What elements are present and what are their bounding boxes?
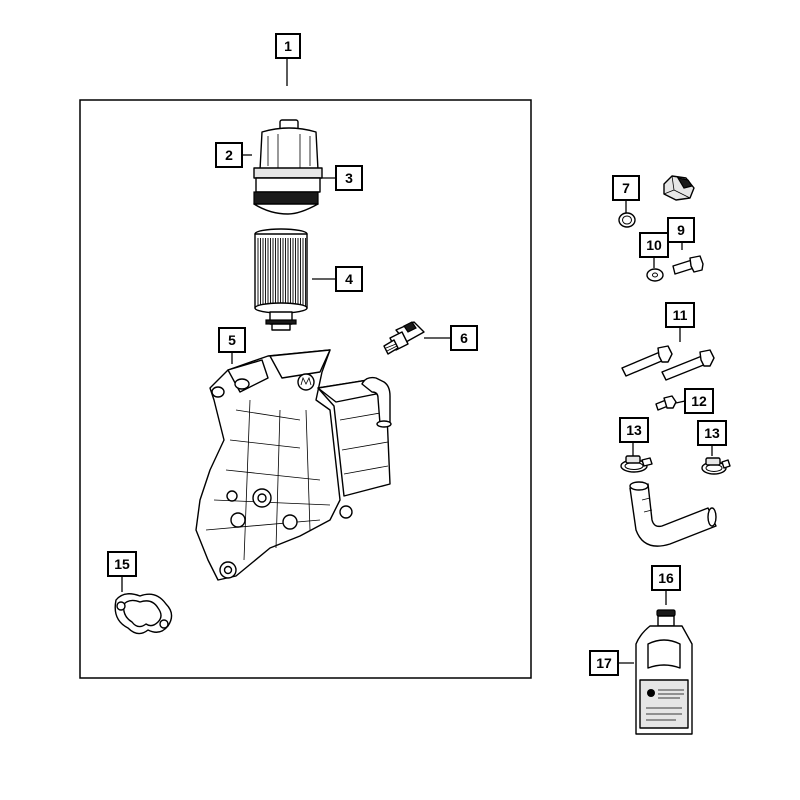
callout-16: 16 [651, 565, 681, 591]
callout-label: 2 [225, 147, 233, 163]
callout-13-left: 13 [619, 417, 649, 443]
oil-bottle [635, 609, 693, 735]
callout-4: 4 [335, 266, 363, 292]
callout-15: 15 [107, 551, 137, 577]
assembly-frame [79, 99, 532, 679]
callout-label: 17 [596, 655, 612, 671]
filter-element [254, 228, 308, 331]
drain-plug [663, 175, 695, 201]
callout-12: 12 [684, 388, 714, 414]
oil-pressure-sensor [383, 321, 425, 355]
filter-housing-cap [253, 119, 323, 215]
callout-label: 5 [228, 332, 236, 348]
callout-label: 9 [677, 222, 685, 238]
bolt-short [672, 255, 704, 275]
callout-6: 6 [450, 325, 478, 351]
callout-label: 6 [460, 330, 468, 346]
small-bolt [655, 395, 677, 411]
callout-label: 10 [646, 237, 662, 253]
hose-clamp-left [620, 455, 653, 473]
callout-label: 16 [658, 570, 674, 586]
callout-label: 4 [345, 271, 353, 287]
washer [646, 268, 664, 282]
callout-1: 1 [275, 33, 301, 59]
callout-label: 13 [626, 422, 642, 438]
long-bolt-right [661, 349, 715, 381]
o-ring [618, 212, 636, 228]
callout-label: 13 [704, 425, 720, 441]
hose-clamp-right [701, 457, 731, 475]
callout-13-right: 13 [697, 420, 727, 446]
callout-label: 7 [622, 180, 630, 196]
housing-gasket [114, 593, 173, 635]
leader-lines [121, 58, 713, 664]
callout-2: 2 [215, 142, 243, 168]
callout-label: 15 [114, 556, 130, 572]
coolant-hose [629, 481, 717, 547]
callout-label: 11 [673, 307, 688, 323]
callout-10: 10 [639, 232, 669, 258]
callout-3: 3 [335, 165, 363, 191]
callout-label: 12 [691, 393, 707, 409]
callout-label: 1 [284, 38, 292, 54]
oil-filter-housing [195, 349, 392, 581]
callout-label: 3 [345, 170, 353, 186]
callout-7: 7 [612, 175, 640, 201]
callout-9: 9 [667, 217, 695, 243]
callout-11: 11 [665, 302, 695, 328]
callout-5: 5 [218, 327, 246, 353]
long-bolt-left [621, 345, 673, 377]
callout-17: 17 [589, 650, 619, 676]
